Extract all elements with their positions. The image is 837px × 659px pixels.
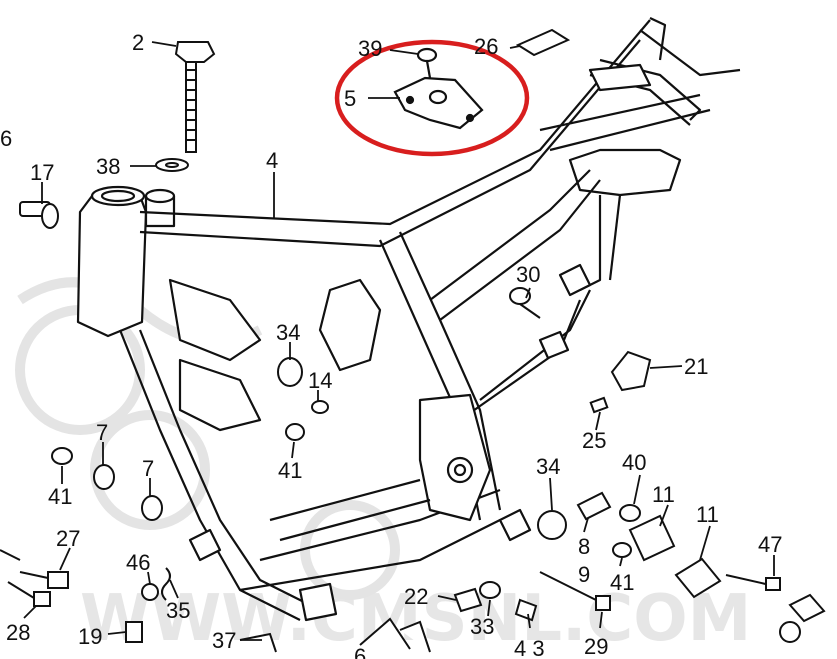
callout-25: 25 (582, 428, 606, 453)
callout-30: 30 (516, 262, 540, 287)
callout-28: 28 (6, 620, 30, 645)
callout-41-left: 41 (48, 484, 72, 509)
callout-22: 22 (404, 584, 428, 609)
callout-47: 47 (758, 532, 782, 557)
part-5-bracket (393, 47, 484, 130)
callout-34-lower: 34 (536, 454, 560, 479)
small-parts (0, 287, 826, 653)
callout-5: 5 (344, 86, 356, 111)
callout-37: 37 (212, 628, 236, 653)
callout-38: 38 (96, 154, 120, 179)
callout-7-left: 7 (96, 420, 108, 445)
callout-7-right: 7 (142, 456, 154, 481)
callout-29: 29 (584, 634, 608, 659)
callout-33: 33 (470, 614, 494, 639)
callout-6-bottom: 6 (354, 644, 366, 659)
callout-26: 26 (474, 34, 498, 59)
callout-6: 6 (0, 126, 12, 151)
callout-21: 21 (684, 354, 708, 379)
watermark: WWW.CMSNL.COM (80, 582, 751, 656)
callout-2: 2 (132, 30, 144, 55)
callout-11-right: 11 (696, 502, 719, 527)
part-2-bolt (174, 41, 216, 153)
part-17-bolt (19, 201, 59, 229)
leader-lines (23, 41, 775, 641)
callout-46: 46 (126, 550, 150, 575)
callout-41-right: 41 (610, 570, 634, 595)
callout-43: 4 3 (514, 636, 545, 659)
callout-41-center: 41 (278, 458, 302, 483)
callout-labels: 2 39 26 5 6 17 38 4 30 34 14 21 25 7 7 4… (0, 30, 782, 659)
callout-14: 14 (308, 368, 332, 393)
callout-39: 39 (358, 36, 382, 61)
callout-8: 8 (578, 534, 590, 559)
callout-11-left: 11 (652, 482, 675, 507)
part-38-washer (155, 158, 189, 172)
frame-assembly (76, 17, 741, 622)
callout-27: 27 (56, 526, 80, 551)
callout-9: 9 (578, 562, 590, 587)
callout-17: 17 (30, 160, 54, 185)
callout-34-upper: 34 (276, 320, 300, 345)
callout-19: 19 (78, 624, 102, 649)
highlight-ring (334, 39, 530, 157)
callout-35: 35 (166, 598, 190, 623)
callout-40: 40 (622, 450, 646, 475)
part-26-tag (515, 28, 571, 57)
callout-4: 4 (266, 148, 278, 173)
